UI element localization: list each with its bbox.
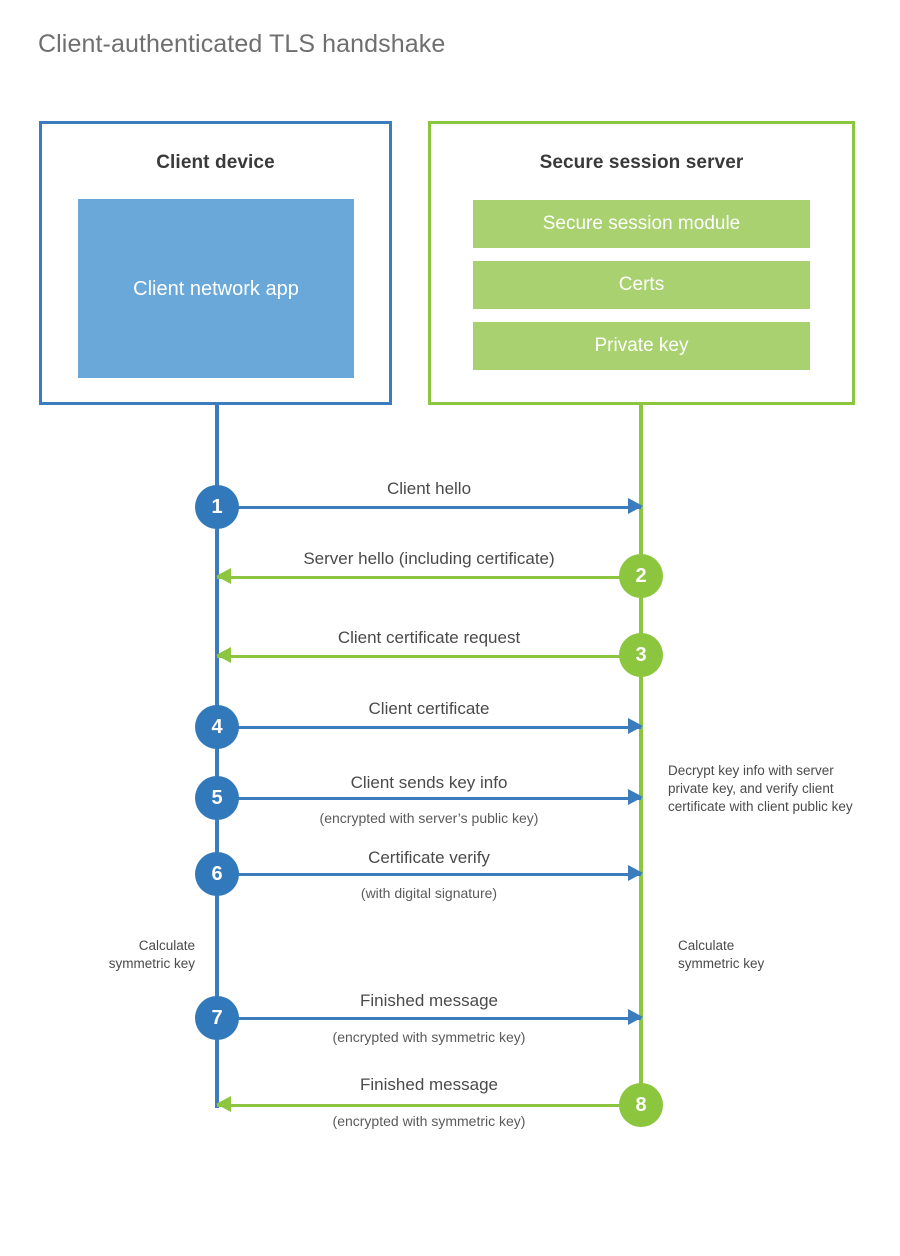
server-calculate-symmetric-key-annotation: Calculate symmetric key: [678, 938, 765, 971]
step-circle-2[interactable]: 2: [619, 554, 663, 598]
message-5-arrowhead-icon: [628, 789, 643, 805]
message-7-label: Finished message: [360, 991, 498, 1010]
message-8-arrow-shaft: [217, 1104, 641, 1107]
message-7-arrow-shaft: [217, 1017, 641, 1020]
secure-session-server-box: Secure session server Secure session mod…: [428, 121, 855, 405]
message-4-arrow-shaft: [217, 726, 641, 729]
step-circle-4[interactable]: 4: [195, 705, 239, 749]
message-5-arrow-shaft: [217, 797, 641, 800]
message-3-arrowhead-icon: [216, 647, 231, 663]
message-5-sublabel: (encrypted with server’s public key): [319, 810, 539, 826]
step-circle-6[interactable]: 6: [195, 852, 239, 896]
message-4-label: Client certificate: [368, 699, 490, 718]
message-2-arrowhead-icon: [216, 568, 231, 584]
message-6-arrowhead-icon: [628, 865, 643, 881]
step-circle-8[interactable]: 8: [619, 1083, 663, 1127]
server-lifeline: [639, 405, 643, 1108]
step-circle-3[interactable]: 3: [619, 633, 663, 677]
client-device-box: Client device Client network app: [39, 121, 392, 405]
message-3-arrow-shaft: [217, 655, 641, 658]
message-6-label: Certificate verify: [368, 848, 490, 867]
server-module-certs: Certs: [473, 261, 810, 309]
client-lifeline: [215, 405, 219, 1108]
client-network-app-block: Client network app: [78, 199, 354, 378]
message-7-arrowhead-icon: [628, 1009, 643, 1025]
message-5-label: Client sends key info: [350, 773, 508, 792]
client-device-title: Client device: [156, 152, 275, 173]
server-module-list: Secure session module Certs Private key: [473, 200, 810, 370]
client-calculate-symmetric-key-annotation: Calculate symmetric key: [108, 938, 195, 971]
server-module-secure-session-module: Secure session module: [473, 200, 810, 248]
server-module-private-key: Private key: [473, 322, 810, 370]
message-6-sublabel: (with digital signature): [360, 885, 498, 901]
page-title: Client-authenticated TLS handshake: [38, 30, 446, 58]
message-8-sublabel: (encrypted with symmetric key): [332, 1113, 526, 1129]
step-circle-7[interactable]: 7: [195, 996, 239, 1040]
message-2-arrow-shaft: [217, 576, 641, 579]
step-circle-1[interactable]: 1: [195, 485, 239, 529]
message-4-arrowhead-icon: [628, 718, 643, 734]
message-2-label: Server hello (including certificate): [303, 549, 555, 568]
step-circle-5[interactable]: 5: [195, 776, 239, 820]
message-8-label: Finished message: [360, 1075, 498, 1094]
message-1-arrowhead-icon: [628, 498, 643, 514]
message-1-label: Client hello: [386, 479, 472, 498]
message-3-label: Client certificate request: [337, 628, 521, 647]
message-6-arrow-shaft: [217, 873, 641, 876]
message-1-arrow-shaft: [217, 506, 641, 509]
server-decrypt-annotation: Decrypt key info with server private key…: [668, 763, 853, 814]
secure-session-server-title: Secure session server: [539, 152, 744, 173]
message-7-sublabel: (encrypted with symmetric key): [332, 1029, 526, 1045]
message-8-arrowhead-icon: [216, 1096, 231, 1112]
